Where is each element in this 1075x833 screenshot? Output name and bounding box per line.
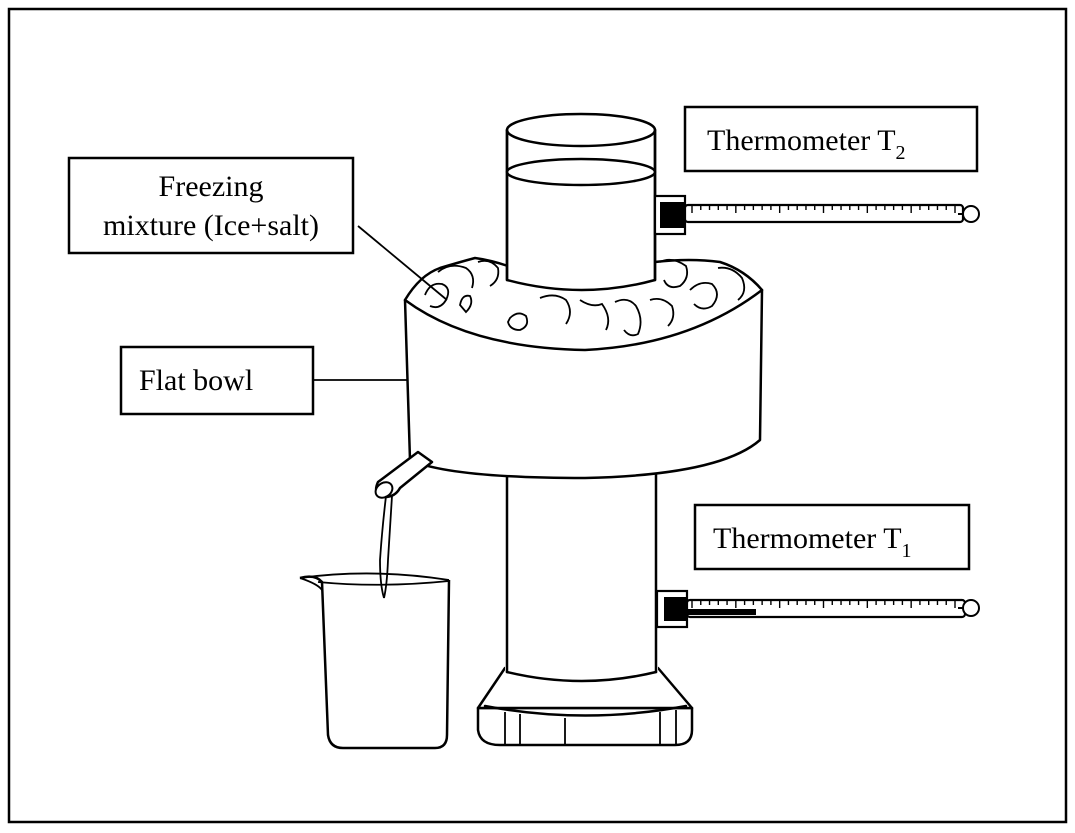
thermometer-t1-subscript: 1: [902, 540, 912, 562]
thermometer-t1-scale: [691, 600, 956, 608]
svg-text:Thermometer T2: Thermometer T2: [707, 124, 906, 164]
lower-cylinder: [505, 470, 658, 683]
thermometer-t1: [655, 589, 980, 629]
label-thermometer-t2: Thermometer T2: [683, 105, 979, 173]
label-thermometer-t1: Thermometer T1: [693, 503, 971, 571]
thermometer-t2-subscript: 2: [896, 142, 906, 164]
label-flat-bowl: Flat bowl: [119, 345, 315, 416]
label-freezing-mixture: Freezing mixture (Ice+salt): [67, 156, 355, 255]
freezing-label-line2: mixture (Ice+salt): [103, 209, 319, 242]
thermometer-t1-mercury: [687, 609, 756, 615]
thermometer-t2: [653, 194, 980, 236]
thermometer-t2-scale: [691, 205, 956, 213]
freezing-mixture: [403, 256, 764, 352]
upper-cylinder: [505, 112, 657, 292]
svg-text:Thermometer T1: Thermometer T1: [713, 522, 912, 562]
flat-bowl-label: Flat bowl: [139, 364, 253, 397]
pedestal-base: [476, 666, 694, 747]
thermometer-t1-label: Thermometer T: [713, 522, 902, 555]
freezing-label-line1: Freezing: [159, 170, 264, 203]
thermometer-t2-label: Thermometer T: [707, 124, 896, 157]
water-stream: [379, 495, 393, 599]
freezing-mixture-leader: [357, 225, 448, 301]
